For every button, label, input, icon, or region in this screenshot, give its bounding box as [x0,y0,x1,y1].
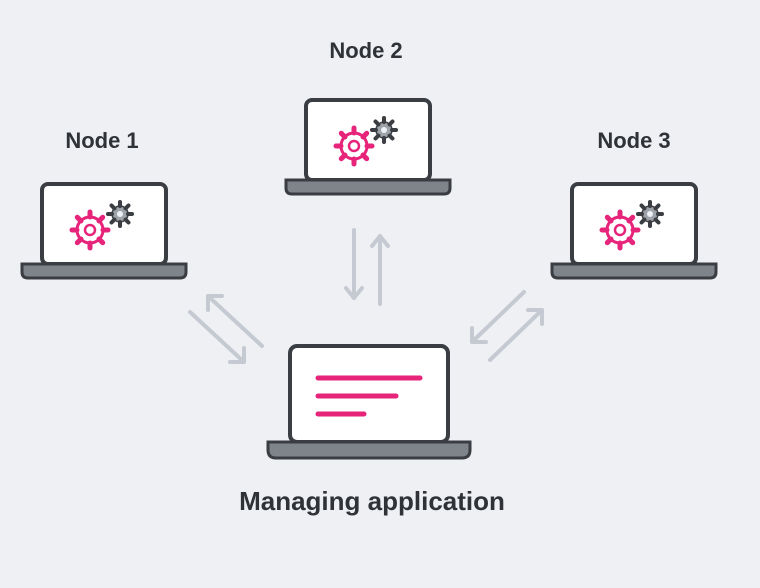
arrow-from-node2 [344,228,364,300]
manager-label: Managing application [239,486,505,516]
arrow-from-node3 [470,290,526,344]
arrow-from-node1 [188,310,246,364]
node1-laptop [20,182,188,280]
node2-label: Node 2 [329,38,403,63]
node1-label: Node 1 [65,128,139,153]
node3-small-gear-icon [636,200,664,228]
arrow-to-node3 [488,308,544,362]
document-lines-icon [315,375,423,417]
node1-small-gear-icon [106,200,134,228]
node3-laptop [550,182,718,280]
node3-label: Node 3 [597,128,671,153]
arrow-to-node1 [206,294,264,348]
node2-laptop [284,98,452,196]
arrow-to-node2 [370,234,390,306]
node2-small-gear-icon [370,116,398,144]
manager-laptop [266,344,472,460]
